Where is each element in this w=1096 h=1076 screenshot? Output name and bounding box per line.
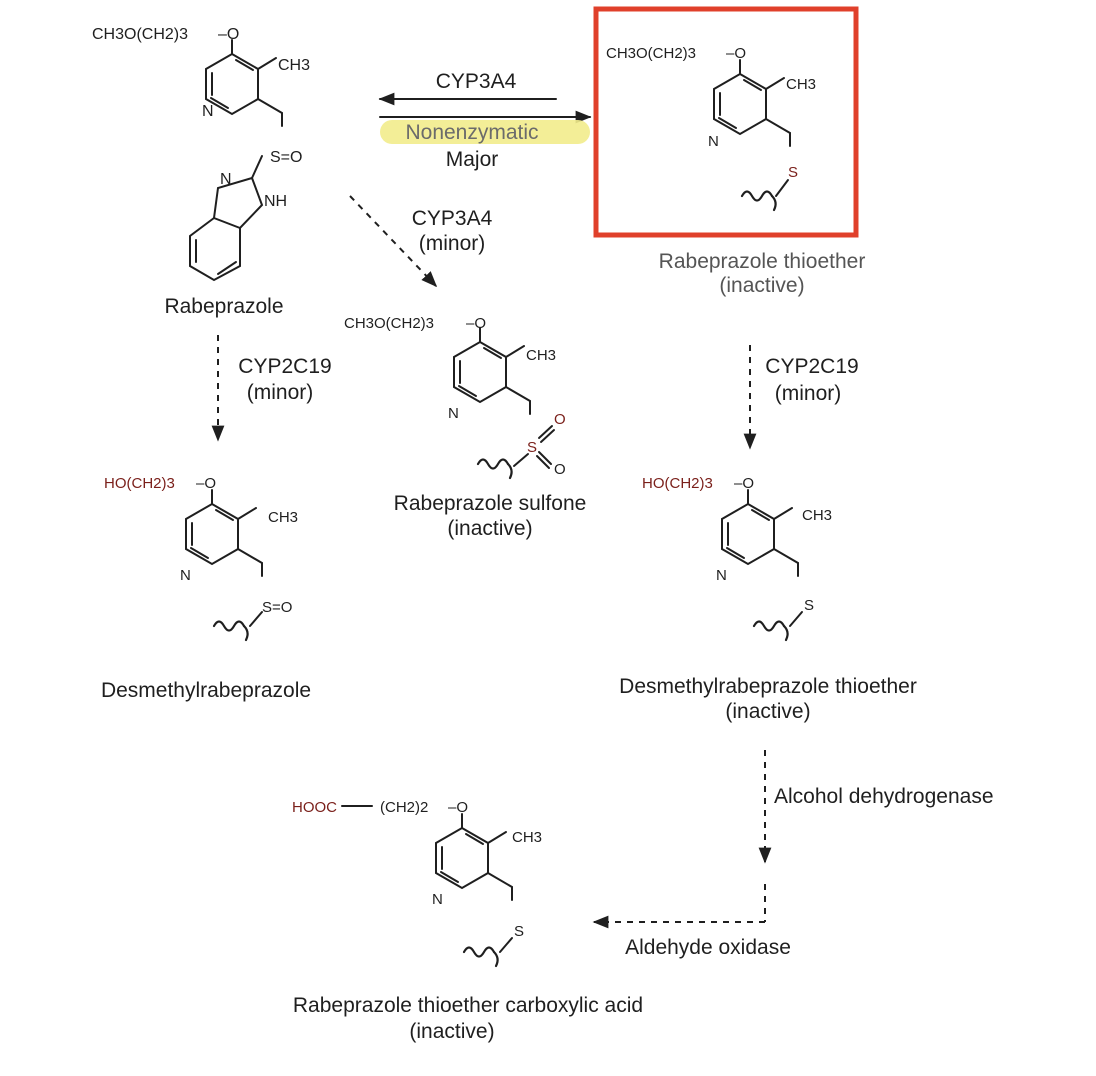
side-chain-label: (CH2)2 — [380, 799, 428, 816]
ether-oxygen: –O — [726, 45, 746, 62]
major-label: Major — [446, 148, 499, 171]
compound-desmethylrabeprazole-thioether: HO(CH2)3 –O CH3 N S Desmethylrabeprazole… — [619, 475, 917, 723]
compound-name: Rabeprazole sulfone — [394, 492, 587, 515]
compound-name: Desmethylrabeprazole — [101, 679, 311, 702]
ether-oxygen: –O — [218, 26, 239, 43]
compound-name: Rabeprazole thioether — [659, 250, 866, 273]
arrow-cyp2c19-right: CYP2C19 (minor) — [743, 345, 859, 450]
compound-name: Rabeprazole — [164, 295, 283, 318]
side-chain-label: HO(CH2)3 — [642, 475, 713, 492]
highlight-mark — [380, 120, 590, 144]
sulfoxide-label: S=O — [270, 149, 302, 166]
oxygen-upper: O — [554, 411, 566, 428]
carboxyl-label: HOOC — [292, 799, 337, 816]
compound-status: (inactive) — [719, 274, 804, 297]
ether-oxygen: –O — [448, 799, 468, 816]
aldehyde-oxidase-label: Aldehyde oxidase — [625, 936, 791, 959]
methyl-label: CH3 — [802, 507, 832, 524]
minor-label: (minor) — [419, 232, 486, 255]
side-chain-label: CH3O(CH2)3 — [92, 26, 188, 43]
compound-rabeprazole-sulfone: CH3O(CH2)3 –O CH3 N S O O Rabeprazole su… — [344, 315, 586, 540]
pyridine-n: N — [202, 103, 214, 120]
minor-label: (minor) — [247, 381, 314, 404]
sulfur-label: S — [527, 439, 537, 456]
pyridine-n: N — [448, 405, 459, 422]
compound-rabeprazole: CH3O(CH2)3 –O CH3 N S=O N NH Rabeprazole — [92, 26, 310, 318]
methyl-label: CH3 — [786, 76, 816, 93]
methyl-label: CH3 — [278, 57, 310, 74]
compound-status: (inactive) — [725, 700, 810, 723]
methyl-label: CH3 — [526, 347, 556, 364]
compound-desmethylrabeprazole: HO(CH2)3 –O CH3 N S=O Desmethylrabeprazo… — [101, 475, 311, 702]
pyridine-n: N — [180, 567, 191, 584]
cyp2c19-label: CYP2C19 — [765, 355, 858, 378]
benzimidazole-nh: NH — [264, 193, 287, 210]
side-chain-label: CH3O(CH2)3 — [606, 45, 696, 62]
methyl-label: CH3 — [268, 509, 298, 526]
cyp3a4-minor-label: CYP3A4 — [412, 207, 493, 230]
cyp3a4-label: CYP3A4 — [436, 70, 517, 93]
benzimidazole-n: N — [220, 171, 232, 188]
sulfur-label: S — [514, 923, 524, 940]
minor-label: (minor) — [775, 382, 842, 405]
nonenzymatic-label: Nonenzymatic — [405, 121, 538, 144]
side-chain-label: CH3O(CH2)3 — [344, 315, 434, 332]
ether-oxygen: –O — [734, 475, 754, 492]
reversible-arrows: CYP3A4 Nonenzymatic Major — [378, 70, 592, 171]
arrow-cyp3a4-minor: CYP3A4 (minor) — [349, 195, 493, 288]
oxygen-lower: O — [554, 461, 566, 478]
compound-status: (inactive) — [409, 1020, 494, 1043]
sulfur-label: S — [788, 164, 798, 181]
compound-status: (inactive) — [447, 517, 532, 540]
sulfoxide-label: S=O — [262, 599, 292, 616]
methyl-label: CH3 — [512, 829, 542, 846]
arrow-cyp2c19-left: CYP2C19 (minor) — [211, 335, 332, 442]
ether-oxygen: –O — [196, 475, 216, 492]
compound-name: Rabeprazole thioether carboxylic acid — [293, 994, 643, 1017]
pyridine-n: N — [708, 133, 719, 150]
cyp2c19-label: CYP2C19 — [238, 355, 331, 378]
sulfur-label: S — [804, 597, 814, 614]
ether-oxygen: –O — [466, 315, 486, 332]
pyridine-n: N — [716, 567, 727, 584]
compound-carboxylic-acid: HOOC (CH2)2 –O CH3 N S Rabeprazole thioe… — [292, 799, 643, 1043]
arrow-oxidation-path: Alcohol dehydrogenase Aldehyde oxidase — [592, 750, 994, 959]
side-chain-label: HO(CH2)3 — [104, 475, 175, 492]
highlight-box — [593, 6, 859, 238]
alcohol-dehydrogenase-label: Alcohol dehydrogenase — [774, 785, 994, 808]
compound-rabeprazole-thioether: CH3O(CH2)3 –O CH3 N S Rabeprazole thioet… — [593, 6, 866, 297]
compound-name: Desmethylrabeprazole thioether — [619, 675, 917, 698]
pyridine-n: N — [432, 891, 443, 908]
